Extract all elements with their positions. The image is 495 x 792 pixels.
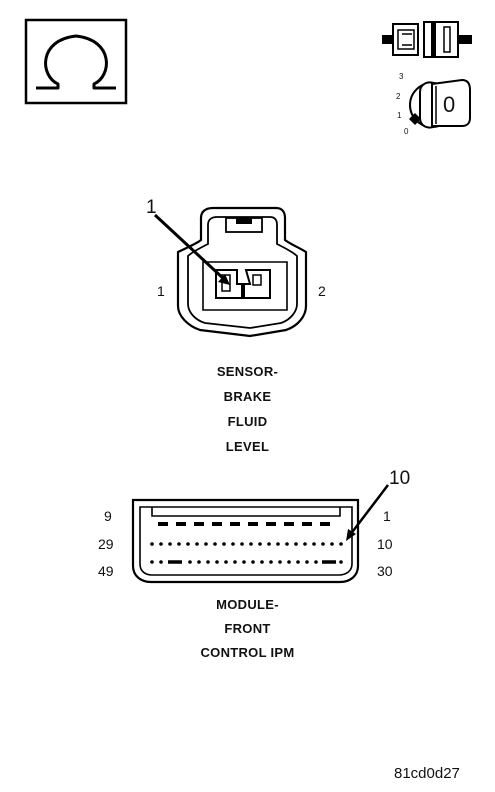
module-pin-right-middle: 10 (377, 536, 393, 552)
figure-code: 81cd0d27 (394, 765, 460, 782)
module-pin-right-bottom: 30 (377, 563, 393, 579)
ohm-symbol-icon (24, 18, 128, 105)
ignition-position-1: 1 (397, 111, 402, 120)
module-caption-line-1: MODULE- (216, 597, 279, 612)
module-caption-line-3: CONTROL IPM (200, 645, 295, 660)
module-caption-line-2: FRONT (224, 621, 271, 636)
module-pin-left-middle: 29 (98, 536, 114, 552)
module-callout-arrow (346, 484, 389, 541)
sensor-caption-line-4: LEVEL (225, 439, 270, 454)
ignition-position-0: 0 (404, 127, 409, 136)
ignition-position-3: 3 (399, 72, 404, 81)
sensor-caption-line-2: BRAKE (223, 389, 272, 404)
module-pin-right-top: 1 (383, 508, 391, 524)
module-connector (131, 498, 360, 584)
sensor-callout-arrow (153, 213, 230, 285)
sensor-callout-label: 1 (146, 197, 157, 218)
ignition-key-label: 0 (443, 92, 456, 117)
sensor-pin-left-label: 1 (157, 283, 165, 299)
module-pin-row-3 (150, 560, 343, 564)
ignition-position-2: 2 (396, 92, 401, 101)
sensor-caption-line-1: SENSOR- (216, 364, 279, 379)
module-pin-left-top: 9 (104, 508, 112, 524)
sensor-caption-line-3: FLUID (227, 414, 268, 429)
disconnect-connector-icon (382, 21, 472, 58)
module-pin-left-bottom: 49 (98, 563, 114, 579)
sensor-pin-right-label: 2 (318, 283, 326, 299)
ignition-key-off-icon (409, 78, 471, 129)
sensor-connector (176, 206, 308, 338)
module-callout-label: 10 (389, 468, 411, 489)
module-pin-row-2 (150, 542, 343, 546)
